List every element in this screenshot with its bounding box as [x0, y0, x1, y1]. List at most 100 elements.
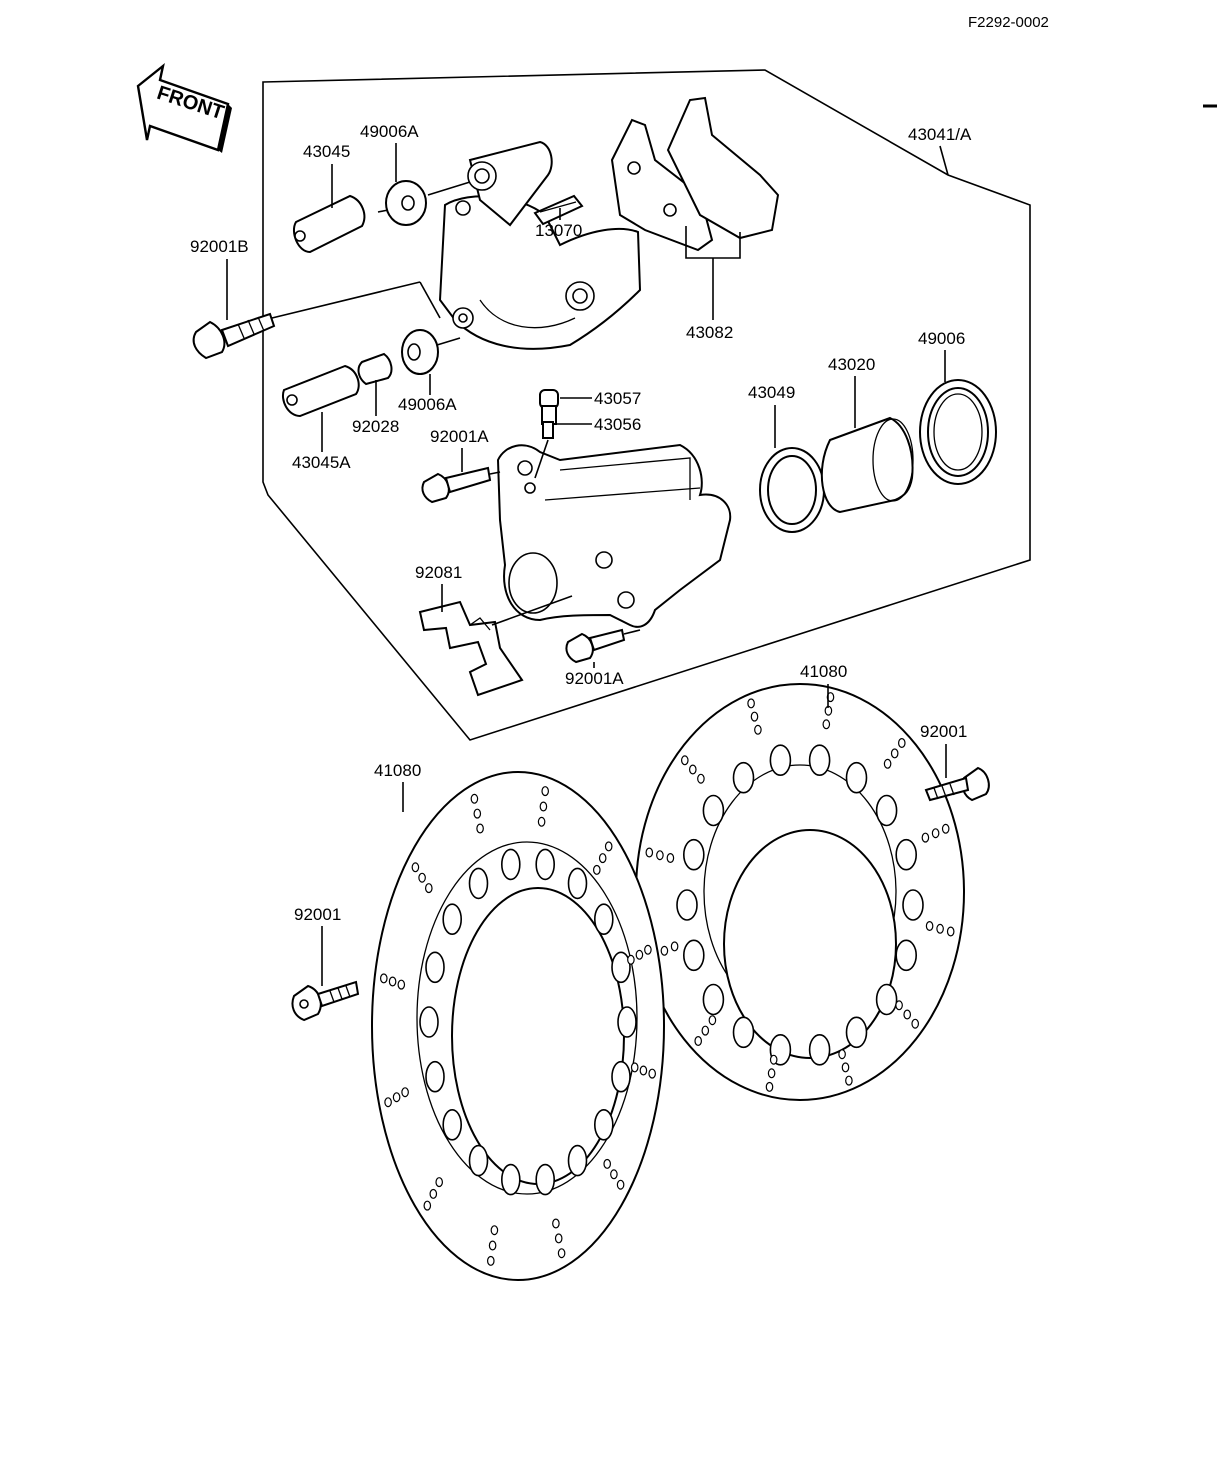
label-43057: 43057	[594, 389, 641, 408]
collar-92028	[357, 352, 393, 386]
label-92001-left: 92001	[294, 905, 341, 924]
disc-hole	[500, 848, 521, 881]
piston-dust-seal	[919, 379, 997, 485]
disc-vent-dot	[688, 764, 697, 775]
disc-vent-dot	[680, 755, 689, 766]
piston	[820, 416, 914, 514]
label-43082: 43082	[686, 323, 733, 342]
front-arrow: FRONT	[136, 62, 232, 153]
label-13070: 13070	[535, 221, 582, 240]
disc-vent-dot	[946, 926, 955, 937]
disc-vent-dot	[635, 949, 644, 960]
disc-vent-dot	[648, 1068, 657, 1079]
disc-hole	[895, 838, 918, 871]
disc-vent-dot	[841, 1062, 850, 1073]
callout-43045: 43045	[303, 142, 350, 208]
disc-vent-dot	[921, 832, 930, 843]
bolt-92001a-top	[421, 466, 492, 504]
callout-92001b: 92001B	[190, 237, 249, 320]
disc-vent-dot	[701, 1025, 710, 1036]
disc-vent-dot	[747, 698, 755, 709]
disc-hole	[535, 848, 556, 881]
dust-boot-bottom	[401, 329, 439, 375]
leader-line	[436, 337, 461, 346]
leader-line	[271, 281, 421, 319]
label-43056: 43056	[594, 415, 641, 434]
brake-disc-right	[635, 683, 965, 1101]
pad-spring-92081	[418, 600, 524, 697]
disc-vent-dot	[539, 801, 548, 812]
disc-vent-dot	[639, 1065, 648, 1076]
disc-vent-dot	[936, 923, 944, 934]
callout-92001a-top: 92001A	[430, 427, 489, 472]
disc-vent-dot	[645, 847, 654, 858]
disc-vent-dot	[708, 1015, 717, 1026]
leader-line	[491, 595, 573, 626]
callout-13070: 13070	[535, 208, 582, 240]
label-43020: 43020	[828, 355, 875, 374]
callout-43056: 43056	[594, 415, 641, 434]
disc-vent-dot	[424, 883, 433, 894]
disc-hole	[702, 983, 725, 1016]
anti-rattle-spring	[533, 194, 584, 226]
disc-hole	[875, 794, 898, 827]
disc-bolt-left	[291, 980, 360, 1022]
label-43045a: 43045A	[292, 453, 351, 472]
disc-vent-dot	[883, 758, 892, 769]
disc-vent-dot	[392, 1092, 401, 1103]
disc-vent-dot	[435, 1177, 444, 1188]
disc-hole	[895, 939, 918, 972]
callout-43045a: 43045A	[292, 412, 351, 472]
label-92001b: 92001B	[190, 237, 249, 256]
label-49006a-top: 49006A	[360, 122, 419, 141]
disc-vent-dot	[750, 711, 759, 722]
label-49006: 49006	[918, 329, 965, 348]
disc-hole	[617, 1006, 637, 1038]
disc-vent-dot	[603, 1158, 612, 1169]
disc-vent-dot	[490, 1225, 499, 1236]
disc-hole	[845, 1016, 868, 1049]
brake-pads	[610, 96, 780, 252]
leader-line	[427, 181, 471, 196]
disc-hole	[419, 1006, 439, 1038]
disc-vent-dot	[890, 748, 899, 759]
disc-vent-dot	[925, 920, 934, 931]
disc-vent-dot	[486, 1255, 495, 1266]
disc-vent-dot	[379, 973, 388, 984]
label-43049: 43049	[748, 383, 795, 402]
disc-vent-dot	[838, 1049, 846, 1060]
disc-vent-dot	[423, 1200, 432, 1211]
callout-41080-left: 41080	[374, 761, 421, 812]
caliper-sleeve-top	[292, 194, 366, 254]
callout-43082: 43082	[685, 226, 741, 342]
disc-hole	[611, 1060, 631, 1093]
callout-92001a-bottom: 92001A	[565, 662, 624, 688]
callout-49006a-top: 49006A	[360, 122, 419, 182]
disc-hole	[808, 744, 831, 777]
disc-vent-dot	[616, 1179, 625, 1190]
label-92001a-top: 92001A	[430, 427, 489, 446]
disc-vent-dot	[767, 1068, 776, 1079]
callout-49006a-bottom: 49006A	[398, 374, 457, 414]
disc-vent-dot	[537, 816, 546, 827]
disc-hole	[682, 838, 705, 871]
disc-hole	[682, 939, 705, 972]
disc-hole	[808, 1034, 831, 1066]
disc-hole	[468, 1144, 489, 1177]
disc-hole	[676, 889, 698, 921]
disc-hole	[702, 794, 725, 827]
disc-vent-dot	[911, 1018, 920, 1029]
disc-vent-dot	[552, 1218, 560, 1229]
disc-hole	[442, 903, 463, 936]
disc-hole	[875, 983, 898, 1016]
disc-hole	[593, 903, 614, 936]
leader-line	[623, 629, 641, 635]
leader-line	[489, 471, 501, 475]
disc-vent-dot	[656, 850, 664, 861]
label-92001a-bottom: 92001A	[565, 669, 624, 688]
disc-hole	[567, 867, 588, 900]
disc-vent-dot	[897, 737, 906, 748]
caliper-body	[496, 443, 732, 628]
disc-vent-dot	[931, 828, 940, 839]
